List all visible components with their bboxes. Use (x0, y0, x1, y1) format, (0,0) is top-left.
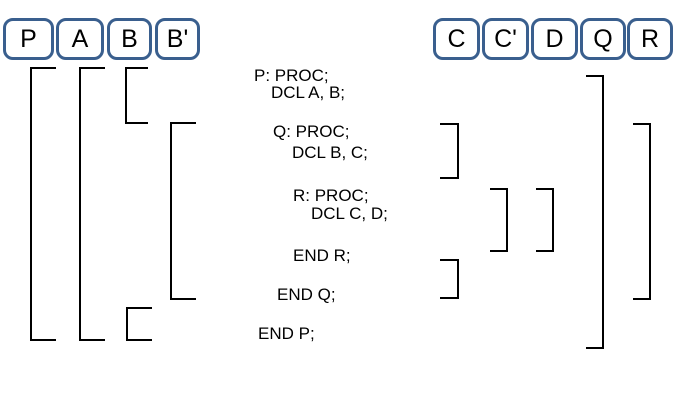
variable-box-b-prime: B' (155, 18, 200, 60)
scope-bracket-b-prime (170, 122, 196, 300)
code-line-dcl-b-c: DCL B, C; (292, 143, 368, 162)
code-line-end-q: END Q; (277, 285, 336, 304)
code-line-q-proc: Q: PROC; (273, 122, 350, 141)
scope-bracket-r (633, 123, 651, 300)
variable-box-c: C (433, 18, 480, 60)
scope-bracket-c-segment-2 (440, 259, 459, 299)
code-line-dcl-a-b: DCL A, B; (271, 83, 346, 102)
code-line-end-p: END P; (258, 324, 315, 343)
scope-bracket-c-segment-1 (440, 123, 459, 179)
variable-box-d: D (531, 18, 578, 60)
variable-box-r: R (627, 18, 673, 60)
variable-box-b: B (107, 18, 152, 60)
code-line-dcl-c-d: DCL C, D; (311, 204, 388, 223)
code-line-p-proc: P: PROC; (254, 66, 329, 85)
code-line-end-r: END R; (293, 246, 351, 265)
scope-bracket-a (79, 67, 105, 341)
scope-bracket-c-prime (490, 188, 508, 252)
scope-bracket-q (586, 75, 604, 349)
scope-bracket-p (30, 67, 56, 341)
variable-box-p: P (3, 18, 54, 60)
variable-box-a: A (56, 18, 104, 60)
scope-bracket-b-segment-2 (126, 307, 152, 341)
variable-box-q: Q (580, 18, 626, 60)
variable-box-c-prime: C' (482, 18, 529, 60)
scope-bracket-b-segment-1 (125, 67, 148, 124)
code-line-r-proc: R: PROC; (293, 186, 369, 205)
scope-bracket-d (536, 188, 554, 252)
